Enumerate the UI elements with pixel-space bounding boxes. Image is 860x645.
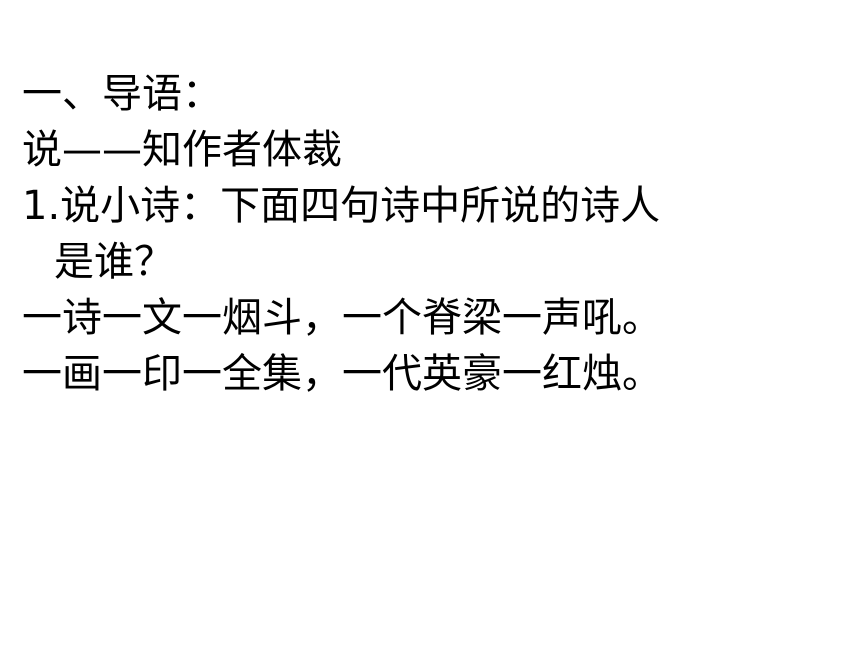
subheading: 说——知作者体裁 (22, 127, 342, 173)
question-line-2: 是谁？ (54, 239, 174, 285)
question-line-1: 1.说小诗：下面四句诗中所说的诗人 (22, 183, 661, 229)
heading: 一、导语： (22, 71, 222, 117)
poem-line-1: 一诗一文一烟斗，一个脊梁一声吼。 (22, 295, 662, 341)
poem-line-2: 一画一印一全集，一代英豪一红烛。 (22, 351, 662, 397)
